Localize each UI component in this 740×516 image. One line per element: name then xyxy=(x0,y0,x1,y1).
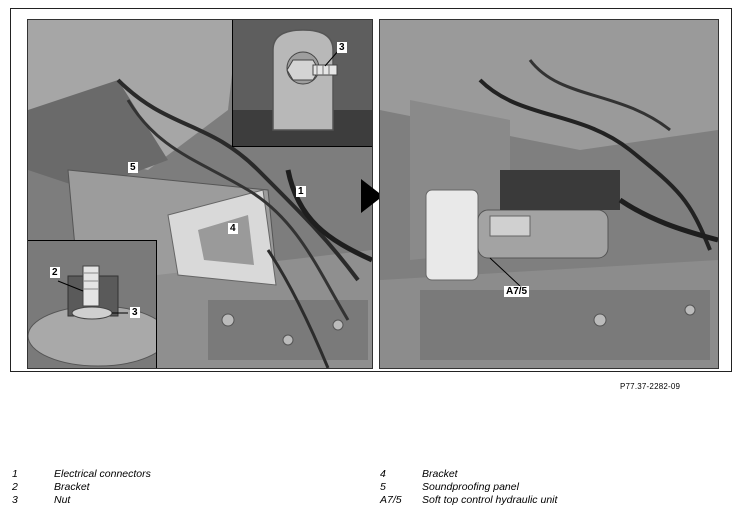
legend-number: 5 xyxy=(380,481,386,493)
callout-3-inset: 3 xyxy=(130,307,140,318)
legend-left: 1 Electrical connectors 2 Bracket 3 Nut xyxy=(12,468,151,507)
legend-text: Nut xyxy=(54,494,71,506)
legend-text: Soundproofing panel xyxy=(422,481,519,493)
legend-text: Bracket xyxy=(422,468,458,480)
callout-2: 2 xyxy=(50,267,60,278)
inset-bracket-illustration xyxy=(28,241,156,368)
callout-a7-5: A7/5 xyxy=(504,286,530,297)
legend-text: Electrical connectors xyxy=(54,468,151,480)
figure-frame: 3 2 3 5 4 1 xyxy=(10,8,732,372)
legend-item: A7/5 Soft top control hydraulic unit xyxy=(380,494,557,507)
inset-nut-detail: 3 xyxy=(232,20,372,147)
inset-nut-illustration xyxy=(233,20,372,146)
figure-reference: P77.37-2282-09 xyxy=(620,382,681,391)
legend-text: Soft top control hydraulic unit xyxy=(422,494,558,506)
legend-text: Bracket xyxy=(54,481,90,493)
legend-number: A7/5 xyxy=(380,494,402,506)
callout-3-top: 3 xyxy=(337,42,347,53)
legend-number: 4 xyxy=(380,468,386,480)
legend-item: 4 Bracket xyxy=(380,468,557,481)
legend-number: 2 xyxy=(12,481,18,493)
legend-item: 1 Electrical connectors xyxy=(12,468,151,481)
legend-number: 3 xyxy=(12,494,18,506)
legend-right: 4 Bracket 5 Soundproofing panel A7/5 Sof… xyxy=(380,468,557,507)
callout-1: 1 xyxy=(296,186,306,197)
legend-item: 3 Nut xyxy=(12,494,151,507)
legend-number: 1 xyxy=(12,468,18,480)
callout-4: 4 xyxy=(228,223,238,234)
right-photo: A7/5 xyxy=(379,19,719,369)
callout-5: 5 xyxy=(128,162,138,173)
inset-bracket-detail: 2 3 xyxy=(28,240,157,368)
legend-item: 5 Soundproofing panel xyxy=(380,481,557,494)
right-photo-illustration xyxy=(380,20,718,368)
legend-item: 2 Bracket xyxy=(12,481,151,494)
left-photo: 3 2 3 5 4 1 xyxy=(27,19,373,369)
transition-arrow-icon xyxy=(361,179,383,213)
